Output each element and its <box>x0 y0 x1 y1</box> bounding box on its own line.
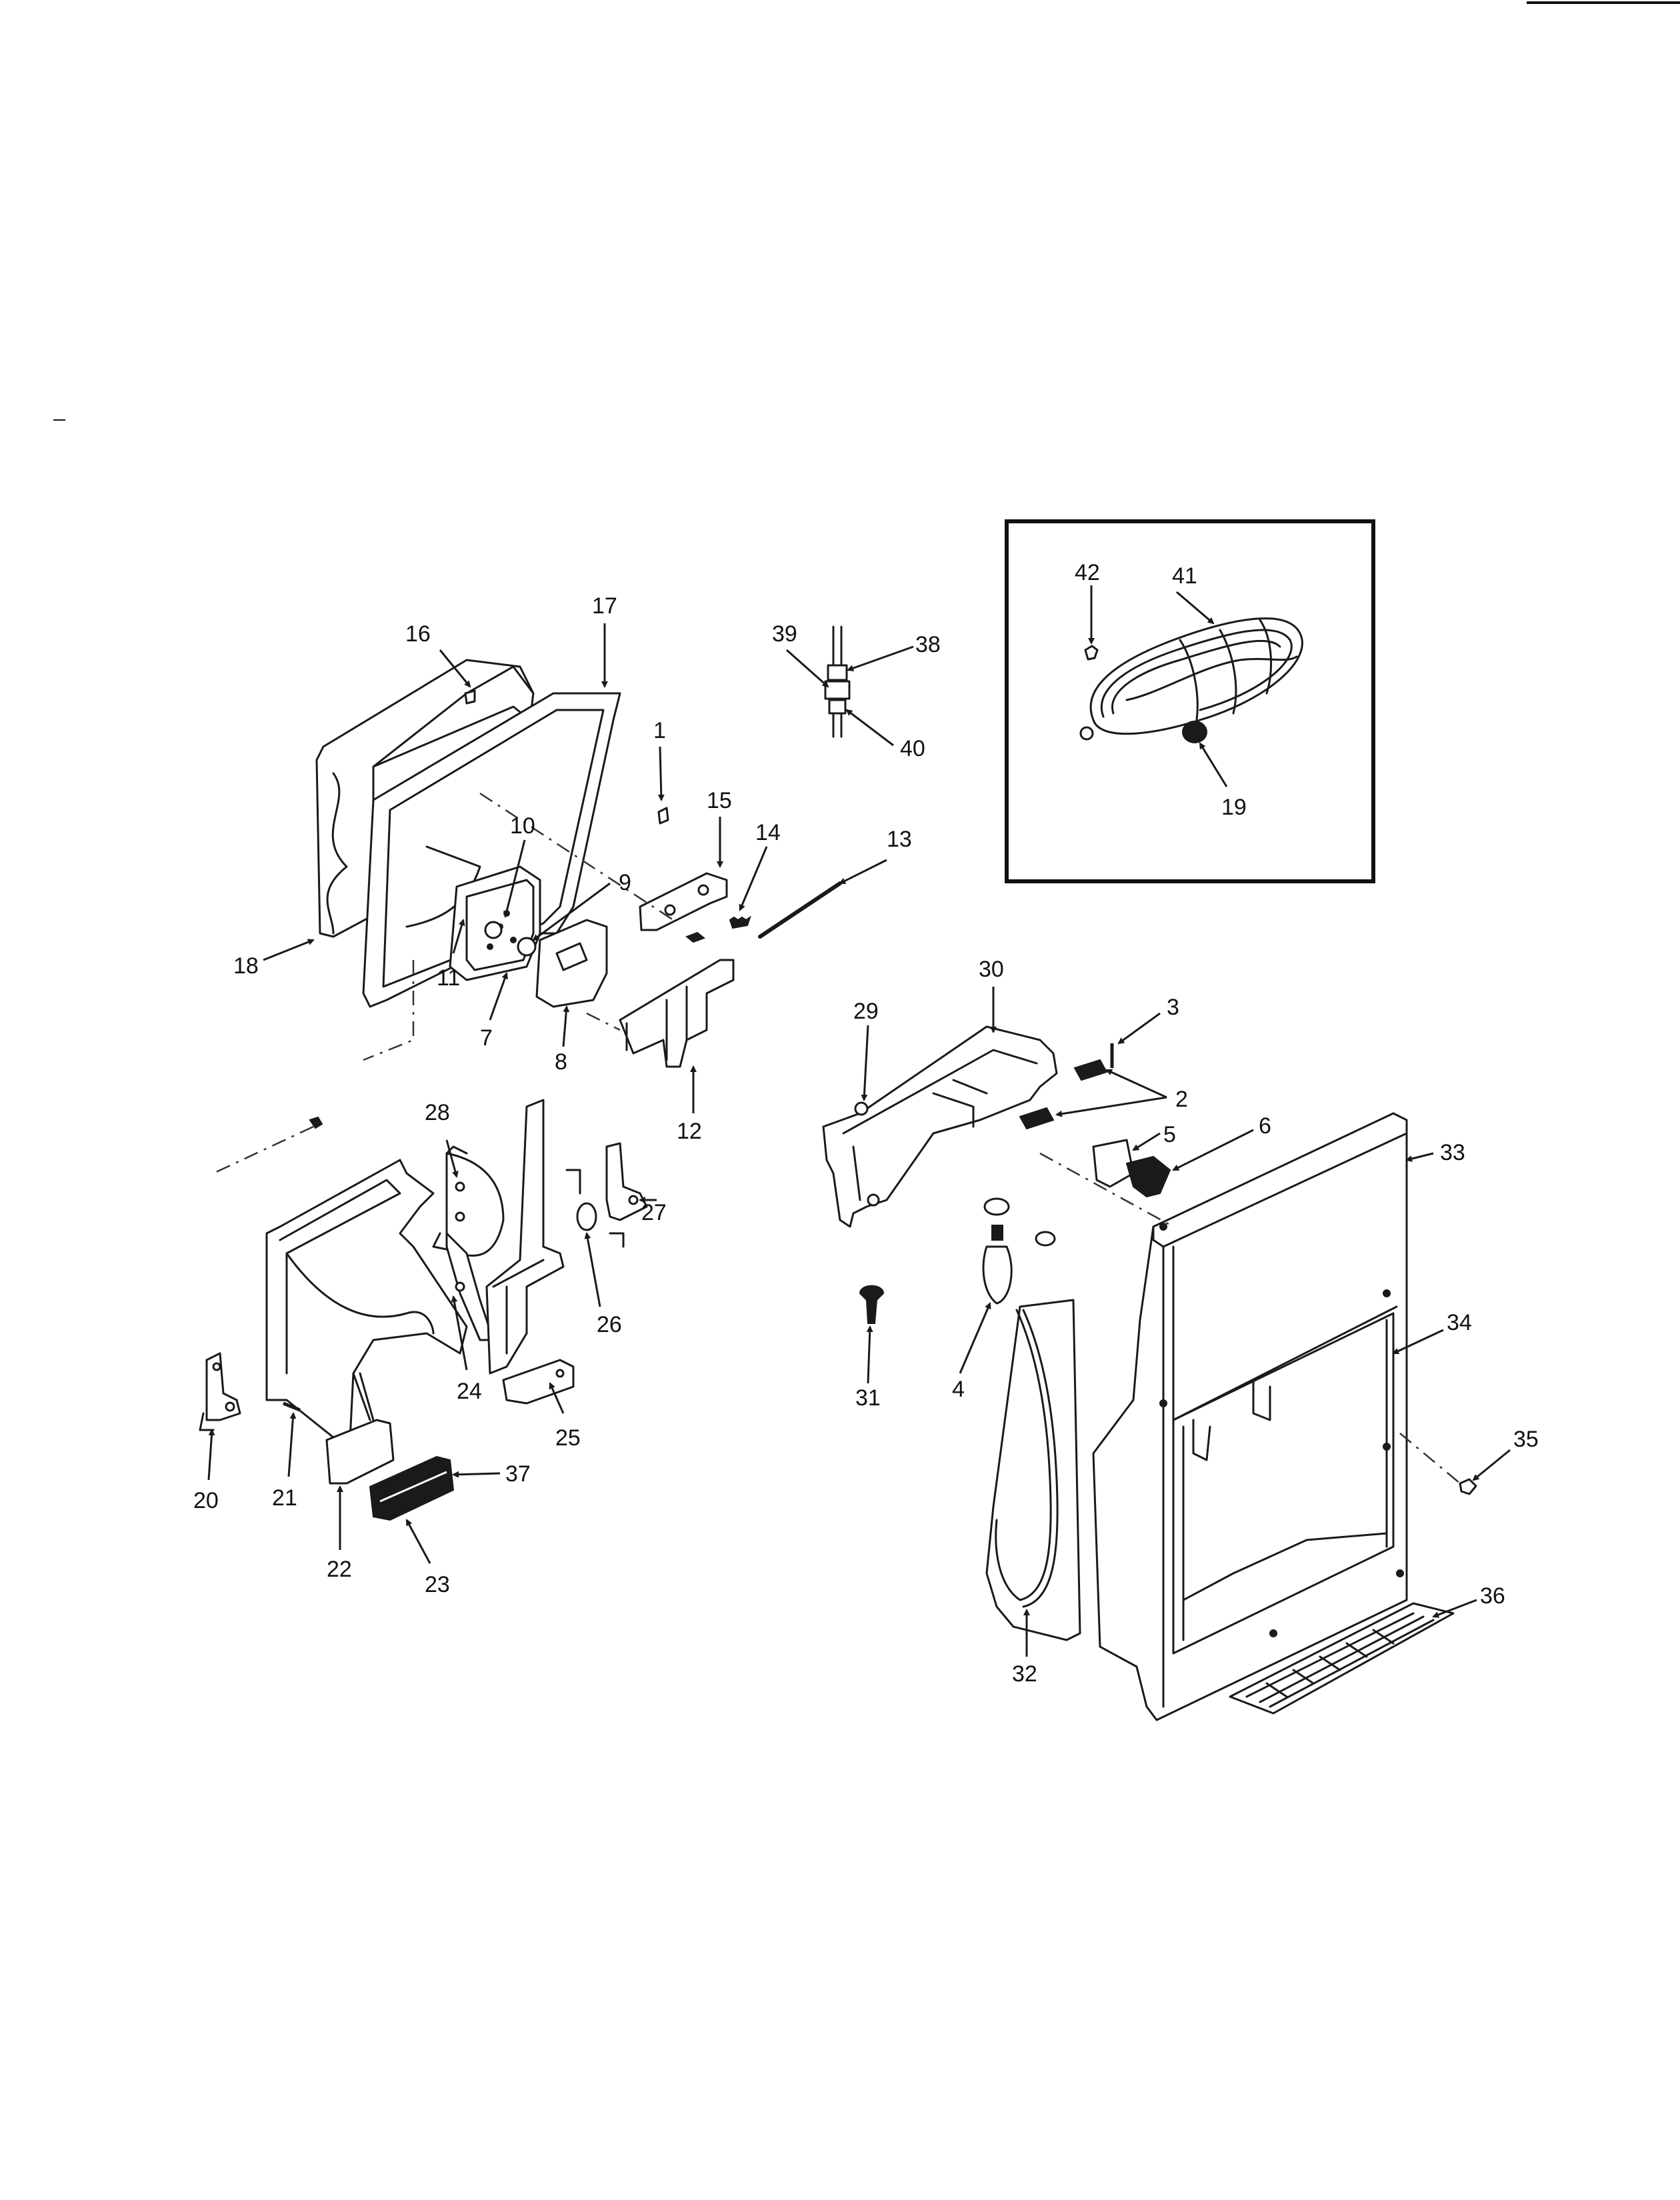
callout-1: 1 <box>653 718 666 743</box>
callout-27: 27 <box>641 1200 667 1225</box>
callout-18: 18 <box>233 953 259 979</box>
actuator-bracket-part-12 <box>619 959 735 1068</box>
grommet-part-19 <box>1182 721 1207 743</box>
callout-35: 35 <box>1513 1427 1539 1452</box>
cover-part-8 <box>535 919 608 1008</box>
screw-part-29 <box>854 1101 869 1116</box>
bracket-part-20 <box>205 1352 241 1421</box>
fitting-part-38 <box>827 664 848 681</box>
water-line-fittings <box>824 625 851 738</box>
callout-22: 22 <box>327 1557 352 1582</box>
callout-11: 11 <box>437 965 460 991</box>
callout-34: 34 <box>1447 1310 1472 1335</box>
callout-3: 3 <box>1167 995 1179 1020</box>
lever-part-24 <box>445 1232 495 1341</box>
ring-part-4 <box>983 1197 1010 1216</box>
callout-17: 17 <box>592 593 617 619</box>
callout-40: 40 <box>900 736 925 761</box>
callout-37: 37 <box>505 1461 531 1487</box>
socket-part-5 <box>1092 1139 1135 1188</box>
inset-frame <box>1005 519 1375 883</box>
callout-4: 4 <box>952 1377 965 1402</box>
lower-housing <box>265 1159 468 1441</box>
knob-part-9 <box>517 937 537 957</box>
callout-leaders <box>207 585 1511 1657</box>
rod-part-13 <box>758 881 842 939</box>
screw-part-1 <box>657 807 669 825</box>
callout-21: 21 <box>272 1485 297 1511</box>
callout-25: 25 <box>555 1425 581 1451</box>
callout-23: 23 <box>425 1572 450 1597</box>
callout-31: 31 <box>855 1385 881 1411</box>
callout-24: 24 <box>457 1379 482 1404</box>
screw-part-21 <box>283 1401 301 1412</box>
switch-part-2a <box>1073 1059 1108 1081</box>
callout-36: 36 <box>1480 1583 1505 1609</box>
callout-12: 12 <box>677 1119 702 1144</box>
screw-part-16 <box>464 689 476 705</box>
callout-10: 10 <box>510 813 535 839</box>
callout-8: 8 <box>555 1049 567 1075</box>
module-part-30 <box>822 1025 1058 1228</box>
callout-39: 39 <box>772 621 797 647</box>
pad-part-25 <box>502 1359 575 1405</box>
pad-part-22 <box>325 1419 395 1485</box>
plate-part-28 <box>445 1152 505 1257</box>
callout-6: 6 <box>1259 1113 1271 1139</box>
bracket-part-15 <box>639 872 728 931</box>
callout-14: 14 <box>755 820 781 845</box>
faceplate-part-33 <box>1092 1112 1408 1721</box>
callout-29: 29 <box>853 999 879 1024</box>
lamp-part-4 <box>982 1245 1013 1305</box>
callout-32: 32 <box>1012 1661 1037 1687</box>
callout-labels: 16 17 1 15 14 13 10 9 18 11 7 8 12 39 38… <box>193 560 1539 1687</box>
callout-9: 9 <box>619 870 631 895</box>
fitting-part-40 <box>828 699 847 715</box>
callout-19: 19 <box>1221 795 1247 820</box>
callout-41: 41 <box>1172 563 1197 589</box>
fitting-part-39 <box>824 680 851 700</box>
callout-42: 42 <box>1075 560 1100 585</box>
callout-28: 28 <box>425 1100 450 1125</box>
dispenser-housing-assembly <box>822 1025 1477 1721</box>
switch-part-6 <box>1125 1155 1171 1198</box>
spring-part-14 <box>729 915 751 929</box>
pedal-lever-assembly <box>199 1099 648 1521</box>
harness-part-41 <box>1089 617 1303 735</box>
housing-part-32 <box>985 1299 1081 1641</box>
bumper-part-31 <box>859 1285 885 1324</box>
callout-33: 33 <box>1440 1140 1465 1165</box>
callout-7: 7 <box>480 1025 493 1051</box>
chute-housing-assembly <box>315 659 842 1068</box>
callout-30: 30 <box>979 957 1004 982</box>
callout-13: 13 <box>887 827 912 852</box>
callout-26: 26 <box>597 1312 622 1337</box>
callout-16: 16 <box>405 621 431 647</box>
callout-38: 38 <box>915 632 941 657</box>
ring-part-26 <box>576 1202 597 1231</box>
inset-wire-harness <box>1005 519 1375 883</box>
callout-2: 2 <box>1175 1087 1188 1112</box>
screw-part-35 <box>1459 1478 1477 1495</box>
inner-panel-part-34 <box>1172 1312 1395 1655</box>
callout-15: 15 <box>707 788 732 813</box>
screw-part-42 <box>1084 645 1099 661</box>
switch-part-2b <box>1019 1107 1055 1130</box>
callout-20: 20 <box>193 1488 219 1513</box>
bracket-part-27 <box>605 1142 648 1221</box>
callout-5: 5 <box>1163 1122 1176 1147</box>
